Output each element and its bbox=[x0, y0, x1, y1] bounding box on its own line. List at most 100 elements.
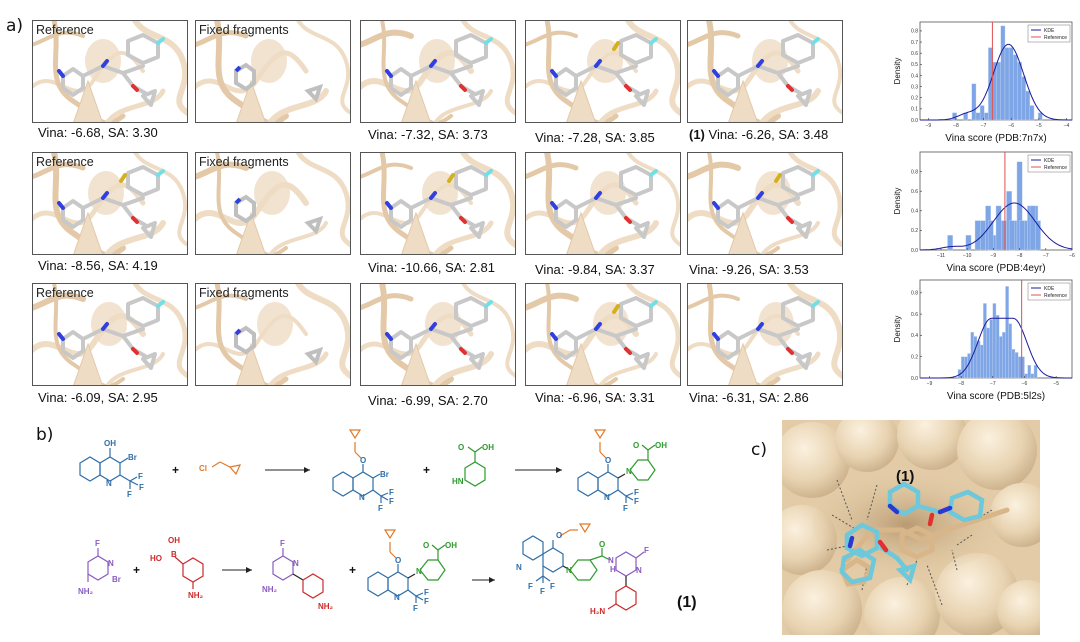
svg-text:O: O bbox=[605, 456, 611, 465]
svg-text:0.6: 0.6 bbox=[911, 51, 918, 57]
svg-text:Br: Br bbox=[112, 575, 121, 584]
svg-text:N: N bbox=[626, 467, 632, 476]
svg-text:−11: −11 bbox=[937, 253, 945, 259]
svg-text:−5: −5 bbox=[1053, 381, 1059, 387]
generated-pose-5l2s bbox=[525, 283, 681, 386]
panel-c-label: c) bbox=[751, 440, 767, 460]
vina-sa-text: Vina: -9.84, SA: 3.37 bbox=[535, 262, 655, 277]
svg-text:KDE: KDE bbox=[1044, 286, 1055, 292]
svg-text:OH: OH bbox=[445, 541, 457, 550]
panel-a-label: a) bbox=[6, 16, 24, 36]
svg-text:HO: HO bbox=[150, 554, 162, 563]
generated-pose-7n7x bbox=[687, 20, 843, 123]
pose-score-caption: (1) Vina: -6.26, SA: 3.48 bbox=[689, 127, 828, 142]
svg-text:N: N bbox=[416, 567, 422, 576]
svg-text:F: F bbox=[634, 497, 639, 506]
vina-sa-text: Vina: -6.99, SA: 2.70 bbox=[368, 393, 488, 408]
svg-text:0.1: 0.1 bbox=[911, 107, 918, 113]
pose-score-caption: Vina: -6.09, SA: 2.95 bbox=[38, 390, 158, 405]
svg-text:F: F bbox=[138, 472, 143, 481]
svg-text:O: O bbox=[458, 443, 464, 452]
svg-text:N: N bbox=[293, 559, 299, 568]
panel-b-label: b) bbox=[36, 425, 54, 445]
svg-text:0.2: 0.2 bbox=[911, 354, 918, 360]
svg-text:OH: OH bbox=[655, 441, 667, 450]
vina-sa-text: Vina: -6.26, SA: 3.48 bbox=[708, 127, 829, 142]
pose-score-caption: Vina: -6.31, SA: 2.86 bbox=[689, 390, 809, 405]
vina-sa-text: Vina: -9.26, SA: 3.53 bbox=[689, 262, 809, 277]
svg-text:O: O bbox=[599, 540, 605, 549]
generated-pose-4eyr bbox=[525, 152, 681, 255]
svg-text:KDE: KDE bbox=[1044, 28, 1055, 34]
vina-sa-text: Vina: -6.09, SA: 2.95 bbox=[38, 390, 158, 405]
svg-text:Density: Density bbox=[893, 188, 902, 215]
svg-text:N: N bbox=[359, 493, 365, 502]
svg-text:F: F bbox=[389, 488, 394, 497]
svg-text:Vina score (PDB:5l2s): Vina score (PDB:5l2s) bbox=[947, 391, 1045, 402]
pose-score-caption: Vina: -9.26, SA: 3.53 bbox=[689, 262, 809, 277]
svg-text:O: O bbox=[556, 531, 562, 540]
svg-text:+: + bbox=[349, 563, 356, 577]
pose-tag: Reference bbox=[36, 23, 94, 37]
svg-text:−6: −6 bbox=[1008, 123, 1014, 129]
svg-text:Br: Br bbox=[380, 470, 389, 479]
pose-score-caption: Vina: -9.84, SA: 3.37 bbox=[535, 262, 655, 277]
svg-text:0.4: 0.4 bbox=[911, 73, 918, 79]
vina-sa-text: Vina: -6.68, SA: 3.30 bbox=[38, 125, 158, 140]
svg-text:+: + bbox=[172, 463, 179, 477]
svg-text:NH₂: NH₂ bbox=[78, 587, 94, 596]
svg-text:0.0: 0.0 bbox=[911, 376, 918, 382]
svg-text:Reference: Reference bbox=[1044, 35, 1067, 41]
svg-text:F: F bbox=[623, 504, 628, 513]
pose-score-caption: Vina: -8.56, SA: 4.19 bbox=[38, 258, 158, 273]
fixed-fragments-pose-4eyr: Fixed fragments bbox=[195, 152, 351, 255]
svg-text:F: F bbox=[644, 546, 649, 555]
pose-tag: Reference bbox=[36, 155, 94, 169]
svg-text:0.0: 0.0 bbox=[911, 248, 918, 254]
svg-text:0.3: 0.3 bbox=[911, 84, 918, 90]
svg-text:0.8: 0.8 bbox=[911, 291, 918, 297]
svg-text:N: N bbox=[516, 563, 522, 572]
svg-text:0.5: 0.5 bbox=[911, 62, 918, 68]
svg-text:0.8: 0.8 bbox=[911, 169, 918, 175]
fixed-fragments-pose-7n7x: Fixed fragments bbox=[195, 20, 351, 123]
reference-pose-7n7x: Reference bbox=[32, 20, 188, 123]
svg-text:Vina score (PDB:4eyr): Vina score (PDB:4eyr) bbox=[946, 263, 1045, 274]
svg-text:KDE: KDE bbox=[1044, 158, 1055, 164]
svg-text:−5: −5 bbox=[1036, 123, 1042, 129]
vina-sa-text: Vina: -6.96, SA: 3.31 bbox=[535, 390, 655, 405]
svg-text:F: F bbox=[280, 539, 285, 548]
reactant-bromoquinolinol bbox=[79, 448, 139, 489]
svg-text:−8: −8 bbox=[958, 381, 964, 387]
svg-text:B: B bbox=[171, 550, 177, 559]
svg-text:HN: HN bbox=[452, 477, 464, 486]
svg-text:O: O bbox=[360, 456, 366, 465]
generated-pose-5l2s bbox=[360, 283, 516, 386]
svg-text:F: F bbox=[424, 588, 429, 597]
pose-score-caption: Vina: -6.99, SA: 2.70 bbox=[368, 393, 488, 408]
svg-text:OH: OH bbox=[168, 536, 180, 545]
compound-1-label: (1) bbox=[677, 594, 697, 611]
svg-text:0.7: 0.7 bbox=[911, 40, 918, 46]
vina-sa-text: Vina: -6.31, SA: 2.86 bbox=[689, 390, 809, 405]
svg-text:F: F bbox=[127, 490, 132, 499]
svg-text:NH₂: NH₂ bbox=[188, 591, 204, 600]
svg-text:0.6: 0.6 bbox=[911, 189, 918, 195]
compound-number: (1) bbox=[689, 127, 705, 142]
svg-text:NH₂: NH₂ bbox=[318, 602, 334, 611]
reference-pose-5l2s: Reference bbox=[32, 283, 188, 386]
svg-text:−7: −7 bbox=[1043, 253, 1049, 259]
svg-text:F: F bbox=[528, 582, 533, 591]
svg-text:Density: Density bbox=[893, 316, 902, 343]
svg-text:F: F bbox=[139, 483, 144, 492]
pose-tag: Fixed fragments bbox=[199, 23, 289, 37]
svg-text:F: F bbox=[634, 488, 639, 497]
docked-compound-label: (1) bbox=[896, 468, 915, 485]
pose-score-caption: Vina: -7.28, SA: 3.85 bbox=[535, 130, 655, 145]
svg-text:N: N bbox=[108, 559, 114, 568]
pose-tag: Fixed fragments bbox=[199, 155, 289, 169]
vina-sa-text: Vina: -7.28, SA: 3.85 bbox=[535, 130, 655, 145]
generated-pose-7n7x bbox=[525, 20, 681, 123]
